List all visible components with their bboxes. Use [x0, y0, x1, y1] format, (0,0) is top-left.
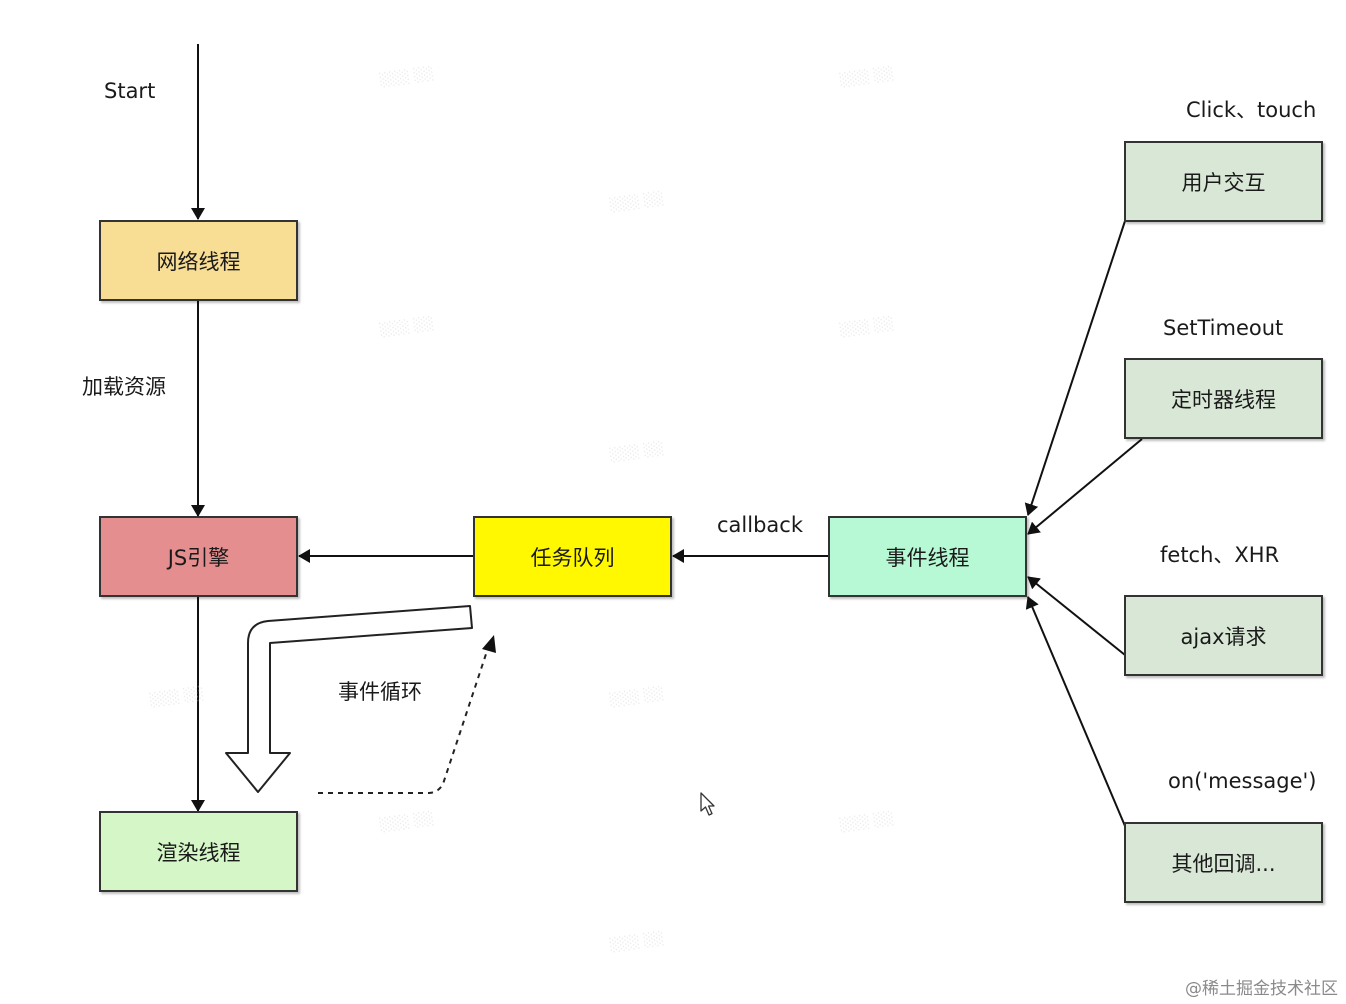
user-interaction-label: 用户交互: [1181, 170, 1266, 195]
settimeout-label: SetTimeout: [1163, 316, 1284, 340]
network-thread-node: 网络线程: [99, 220, 298, 301]
timer-thread-label: 定时器线程: [1171, 387, 1276, 412]
event-loop-hollow-arrow: [225, 605, 473, 793]
start-label: Start: [104, 79, 156, 103]
arrow-user-to-event: [1024, 220, 1126, 516]
ajax-request-node: ajax请求: [1124, 595, 1323, 676]
on-message-label: on('message'): [1168, 769, 1317, 793]
other-callback-node: 其他回调...: [1124, 822, 1323, 903]
mouse-pointer-icon: [700, 792, 715, 816]
timer-thread-node: 定时器线程: [1124, 358, 1323, 439]
load-resource-label: 加载资源: [82, 375, 166, 399]
click-touch-label: Click、touch: [1186, 98, 1317, 122]
render-thread-node: 渲染线程: [99, 811, 298, 892]
arrow-other-to-event: [1025, 596, 1126, 827]
callback-label: callback: [717, 513, 803, 537]
event-loop-label: 事件循环: [338, 680, 422, 704]
event-loop-dashed-arrowhead: [482, 635, 496, 653]
render-thread-label: 渲染线程: [156, 840, 241, 865]
ajax-request-label: ajax请求: [1180, 624, 1267, 649]
arrow-ajax-to-event: [1027, 576, 1126, 656]
event-loop-dashed-arrow: [318, 647, 489, 794]
arrow-timer-to-event: [1027, 438, 1143, 535]
network-thread-label: 网络线程: [156, 249, 241, 274]
event-thread-label: 事件线程: [885, 545, 970, 570]
task-queue-label: 任务队列: [530, 545, 615, 570]
event-thread-node: 事件线程: [828, 516, 1027, 597]
fetch-xhr-label: fetch、XHR: [1160, 543, 1280, 567]
js-engine-node: JS引擎: [99, 516, 298, 597]
juejin-watermark: @稀土掘金技术社区: [1185, 979, 1338, 999]
task-queue-node: 任务队列: [473, 516, 672, 597]
other-callback-label: 其他回调...: [1171, 851, 1276, 876]
user-interaction-node: 用户交互: [1124, 141, 1323, 222]
js-engine-label: JS引擎: [167, 545, 230, 570]
